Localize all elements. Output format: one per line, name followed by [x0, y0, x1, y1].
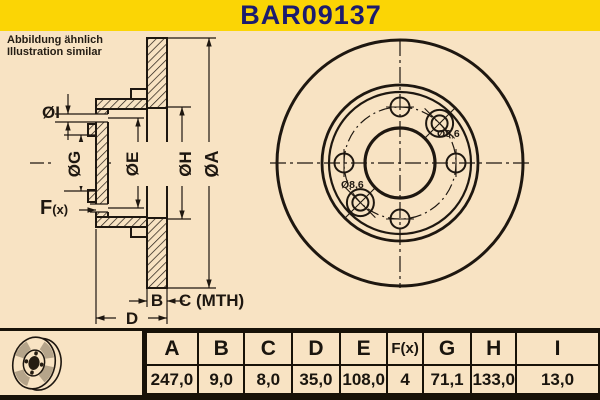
- label-f: F(x): [40, 198, 68, 218]
- table-header-h: H: [470, 331, 517, 366]
- label-f-letter: F: [40, 197, 53, 219]
- value-f: 4: [386, 364, 424, 395]
- table-header-c: C: [243, 331, 294, 366]
- note-line-de: Abbildung ähnlich: [7, 34, 103, 46]
- value-h: 133,0: [470, 364, 517, 395]
- label-f-suffix: (x): [52, 202, 69, 217]
- front-view: [270, 38, 530, 288]
- dimension-table: A B C D E F(x) G H I 247,0 9,0 8,0 35,0 …: [145, 331, 600, 395]
- label-b: B: [150, 291, 164, 310]
- table-header-b: B: [196, 331, 246, 366]
- value-a: 247,0: [145, 364, 199, 395]
- icon-cell: [0, 331, 145, 395]
- value-c: 8,0: [243, 364, 294, 395]
- hub-flange-bottom: [95, 216, 148, 228]
- table-value-row: 247,0 9,0 8,0 35,0 108,0 4 71,1 133,0 13…: [145, 364, 600, 395]
- part-number-title: BAR09137: [240, 0, 382, 30]
- similarity-note: Abbildung ähnlich Illustration similar: [7, 34, 103, 58]
- table-header-i: I: [515, 331, 600, 366]
- outer-diameter-circle: [275, 38, 525, 288]
- center-bore-circle: [363, 126, 437, 200]
- table-header-f: F(x): [386, 331, 424, 366]
- value-i: 13,0: [515, 364, 600, 395]
- hub-flange-circle: [327, 90, 473, 236]
- hub-flange-top: [95, 98, 148, 110]
- label-dia-i: ØI: [42, 103, 60, 122]
- note-line-en: Illustration similar: [7, 46, 102, 58]
- table-header-e: E: [338, 331, 389, 366]
- bolt-hole-ticks: [343, 106, 457, 220]
- label-d: D: [116, 309, 148, 328]
- label-dia-g: ØG: [53, 142, 95, 186]
- set-screw-hole-top: [424, 108, 455, 139]
- label-screw-hole-top: Ø8,6: [437, 128, 460, 140]
- title-band: BAR09137: [0, 0, 600, 31]
- plate-top-section: [146, 37, 168, 109]
- table-header-row: A B C D E F(x) G H I: [145, 331, 600, 366]
- hub-wall: [95, 108, 109, 218]
- label-c: C (MTH): [179, 291, 245, 310]
- plate-step-top: [130, 88, 148, 100]
- value-b: 9,0: [196, 364, 246, 395]
- label-dia-e: ØE: [111, 142, 153, 186]
- bottom-bar: A B C D E F(x) G H I 247,0 9,0 8,0 35,0 …: [0, 328, 600, 400]
- value-d: 35,0: [291, 364, 341, 395]
- brake-disc-icon: [11, 336, 62, 391]
- plate-bottom-section: [146, 217, 168, 289]
- pilot-lip-bottom: [87, 189, 97, 203]
- friction-surface-circle: [320, 83, 480, 243]
- plate-step-bottom: [130, 226, 148, 238]
- set-screw-hole-bottom: [345, 187, 376, 218]
- table-header-d: D: [291, 331, 341, 366]
- value-e: 108,0: [338, 364, 389, 395]
- label-screw-hole-bottom: Ø8,6: [341, 179, 364, 191]
- table-header-a: A: [145, 331, 199, 366]
- pilot-lip-top: [87, 123, 97, 137]
- table-header-g: G: [421, 331, 473, 366]
- value-g: 71,1: [421, 364, 473, 395]
- label-dia-a: ØA: [191, 142, 233, 186]
- cross-section-view: [30, 37, 216, 324]
